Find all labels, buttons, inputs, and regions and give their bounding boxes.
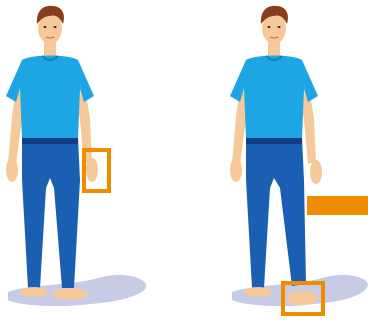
left-foot — [20, 287, 48, 297]
right-eye — [278, 26, 281, 28]
right-hand — [310, 160, 322, 184]
left-foot — [244, 287, 272, 297]
right-hand — [86, 158, 98, 182]
jeans — [22, 138, 80, 288]
right-figure — [230, 6, 368, 314]
neck — [44, 42, 56, 56]
left-eye — [268, 26, 271, 28]
left-hand — [6, 158, 18, 182]
left-hand — [230, 158, 242, 182]
right-foot — [52, 288, 88, 300]
orange-bar-indicator — [307, 196, 368, 215]
belt — [22, 138, 78, 144]
belt — [246, 138, 302, 144]
right-foot — [286, 291, 318, 305]
left-eye — [44, 26, 47, 28]
right-eye — [54, 26, 57, 28]
neck — [268, 42, 280, 56]
jeans — [246, 138, 306, 288]
left-figure — [6, 6, 146, 306]
